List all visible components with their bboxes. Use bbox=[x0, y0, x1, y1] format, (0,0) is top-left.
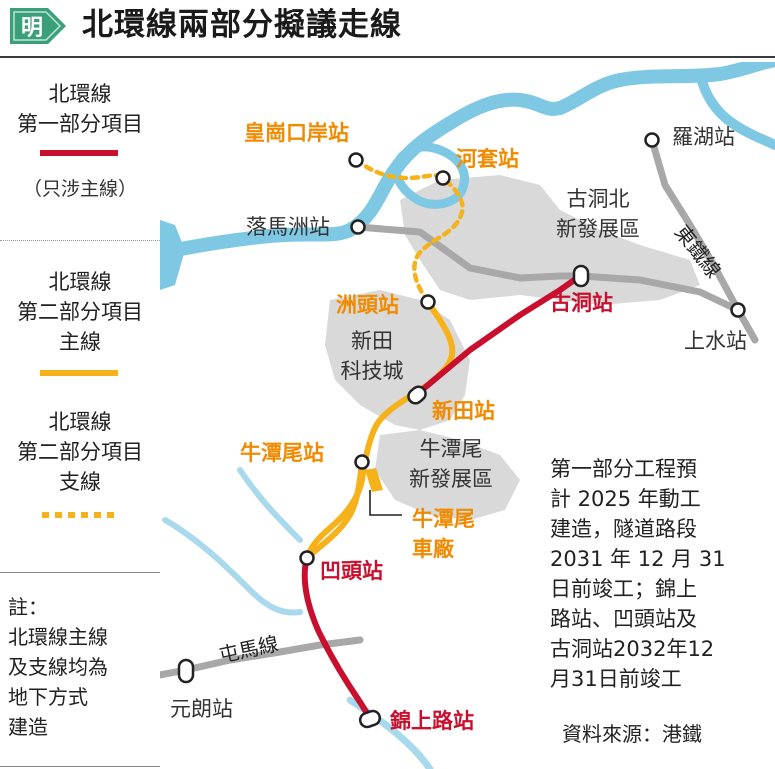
legend-phase1-note: （只涉主線） bbox=[22, 178, 137, 200]
station-lo-wu[interactable] bbox=[644, 132, 660, 148]
note-line: 註： bbox=[8, 595, 48, 619]
label-depot-2: 車廠 bbox=[412, 537, 454, 561]
legend-phase2-main-swatch bbox=[40, 370, 118, 376]
label-wong-kong: 皇崗口岸站 bbox=[244, 121, 349, 145]
river-shenzhen bbox=[160, 62, 775, 259]
legend-separator-2 bbox=[0, 572, 160, 573]
legend-phase2-branch-swatch bbox=[42, 512, 118, 518]
legend-phase1-swatch bbox=[40, 150, 118, 156]
depot-spur-line bbox=[307, 459, 365, 558]
note-line: 地下方式 bbox=[8, 685, 88, 709]
info-line: 建造，隧道路段 bbox=[550, 517, 697, 541]
legend-phase2-branch-line2: 第二部分項目 bbox=[17, 440, 143, 464]
station-ho-sheung[interactable] bbox=[435, 170, 451, 186]
legend-phase2-branch-line3: 支線 bbox=[59, 470, 101, 494]
construction-timeline: 第一部分工程預 計 2025 年動工 建造，隧道路段 2031 年 12 月 3… bbox=[550, 454, 750, 694]
phase2-main-line bbox=[304, 299, 456, 561]
header-divider bbox=[0, 56, 775, 58]
legend-phase2-main-line1: 北環線 bbox=[48, 270, 112, 294]
station-wong-kong[interactable] bbox=[348, 152, 364, 168]
note-line: 北環線主線 bbox=[8, 625, 108, 649]
river-meander bbox=[390, 142, 469, 209]
san-tin-area bbox=[325, 290, 470, 430]
route-map bbox=[160, 62, 775, 769]
note-line: 建造 bbox=[8, 715, 48, 739]
label-ho-sheung: 河套站 bbox=[456, 147, 519, 171]
legend-separator-1 bbox=[0, 240, 160, 241]
legend-phase1-line2: 第一部分項目 bbox=[17, 112, 143, 136]
river-right bbox=[695, 69, 775, 150]
label-san-tin: 新田站 bbox=[432, 399, 495, 423]
info-line: 路站、凹頭站及 bbox=[550, 607, 697, 631]
ming-pao-logo: 明 bbox=[10, 8, 66, 44]
depot-pointer bbox=[369, 490, 402, 516]
legend-phase1-line1: 北環線 bbox=[48, 82, 112, 106]
river-south bbox=[237, 467, 303, 543]
label-depot-1: 牛潭尾 bbox=[412, 507, 475, 531]
label-lok-ma-chau: 落馬洲站 bbox=[246, 215, 330, 239]
label-ngau-tam-mei-nda-1: 牛潭尾 bbox=[419, 437, 483, 461]
label-kam-sheung-road: 錦上路站 bbox=[390, 709, 474, 733]
legend-panel: 北環線 第一部分項目 （只涉主線） 北環線 第二部分項目 主線 北環線 第二部分… bbox=[0, 62, 160, 769]
station-kwu-tung[interactable] bbox=[572, 264, 590, 288]
station-sheung-shui[interactable] bbox=[730, 302, 746, 318]
label-sheung-shui: 上水站 bbox=[684, 329, 747, 353]
river-upper-left bbox=[160, 220, 185, 290]
note-line: 及支線均為 bbox=[8, 655, 108, 679]
info-line: 2031 年 12 月 31 bbox=[550, 547, 726, 571]
legend-phase2-main-line3: 主線 bbox=[59, 330, 101, 354]
label-chau-tau: 洲頭站 bbox=[336, 293, 399, 317]
station-chau-tau[interactable] bbox=[420, 294, 436, 310]
legend-separator-3 bbox=[0, 766, 160, 767]
legend-phase2-main-line2: 第二部分項目 bbox=[17, 300, 143, 324]
legend-phase2-branch-line1: 北環線 bbox=[48, 410, 112, 434]
station-lok-ma-chau[interactable] bbox=[350, 219, 366, 235]
source-credit: 資料來源：港鐵 bbox=[562, 722, 702, 746]
label-ngau-tam-mei: 牛潭尾站 bbox=[240, 441, 324, 465]
construction-note: 註： 北環線主線 及支線均為 地下方式 建造 bbox=[8, 592, 158, 742]
label-san-tin-tech-1: 新田 bbox=[351, 329, 393, 353]
ngau-tam-mei-depot bbox=[365, 468, 383, 492]
label-yuen-long: 元朗站 bbox=[170, 697, 233, 721]
river-west bbox=[162, 517, 303, 616]
label-au-tau: 凹頭站 bbox=[320, 559, 383, 583]
station-yuen-long[interactable] bbox=[177, 658, 195, 684]
info-line: 日前竣工；錦上 bbox=[550, 577, 697, 601]
phase1-line-north bbox=[413, 273, 583, 398]
info-line: 月31日前竣工 bbox=[550, 667, 682, 691]
ngau-tam-mei-area bbox=[375, 430, 520, 520]
label-san-tin-tech-2: 科技城 bbox=[340, 359, 404, 383]
phase1-line-south bbox=[301, 555, 373, 721]
info-line: 第一部分工程預 bbox=[550, 457, 697, 481]
info-line: 計 2025 年動工 bbox=[550, 487, 701, 511]
station-au-tau[interactable] bbox=[299, 550, 315, 566]
station-kam-sheung-road[interactable] bbox=[358, 709, 382, 729]
phase2-branch-line bbox=[353, 157, 465, 305]
label-kwu-tung-north-1: 古洞北 bbox=[566, 187, 630, 211]
logo-char: 明 bbox=[21, 16, 43, 41]
label-kwu-tung-north-2: 新發展區 bbox=[556, 217, 640, 241]
station-ngau-tam-mei[interactable] bbox=[354, 454, 370, 470]
label-lo-wu: 羅湖站 bbox=[672, 125, 735, 149]
page-title: 北環線兩部分擬議走線 bbox=[82, 7, 402, 43]
station-san-tin[interactable] bbox=[406, 384, 429, 406]
info-line: 古洞站2032年12 bbox=[550, 637, 715, 661]
label-ngau-tam-mei-nda-2: 新發展區 bbox=[409, 467, 493, 491]
label-kwu-tung: 古洞站 bbox=[550, 291, 613, 315]
